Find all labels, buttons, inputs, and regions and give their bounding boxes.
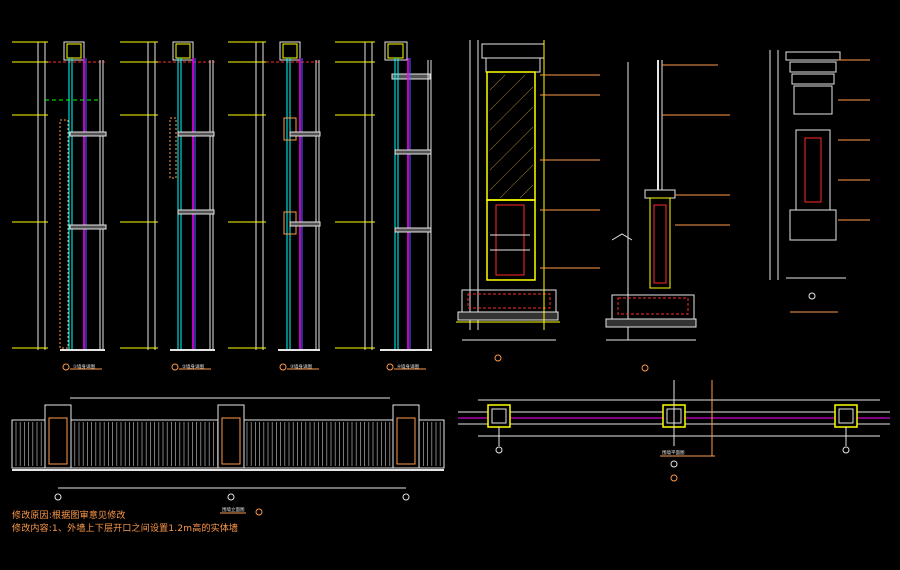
wall-section-4 xyxy=(335,41,432,351)
revision-content-note: 修改内容:1、外墙上下层开口之间设置1.2m高的实体墙 xyxy=(12,524,239,534)
wall-section-3 xyxy=(228,41,321,351)
fence-plan xyxy=(458,380,890,482)
wall-section-1 xyxy=(12,41,107,351)
wall-section-markers xyxy=(62,363,426,371)
wall-section-2 xyxy=(120,41,215,351)
post-footing-section xyxy=(605,60,730,372)
column-section-detail xyxy=(456,40,600,362)
wall-section-3-label: ③墙身详图 xyxy=(290,363,313,370)
pier-elevation-detail xyxy=(769,50,870,313)
wall-section-2-label: ②墙身详图 xyxy=(182,363,205,370)
fence-elevation-label: 围墙立面图 xyxy=(222,506,245,513)
wall-section-1-label: ①墙身详图 xyxy=(73,363,96,370)
wall-section-4-label: ④墙身详图 xyxy=(397,363,420,370)
revision-reason-note: 修改原因:根据图审意见修改 xyxy=(12,511,126,521)
fence-elevation xyxy=(11,397,445,516)
fence-plan-label: 围墙平面图 xyxy=(662,449,685,456)
